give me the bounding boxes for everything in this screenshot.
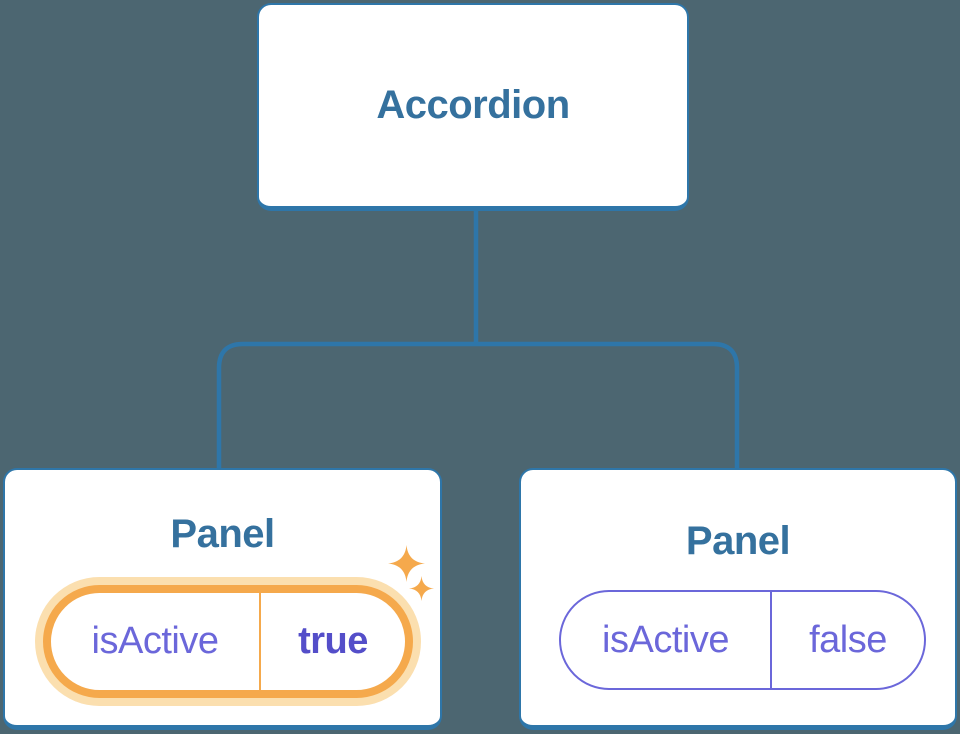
sparkle-icon [409, 576, 434, 601]
branch-connector-line [216, 341, 740, 468]
panel-node-active: Panel isActive true [3, 468, 442, 730]
pill-divider [259, 593, 261, 690]
panel-node-inactive: Panel isActive false [519, 468, 957, 730]
prop-name: isActive [602, 618, 729, 661]
prop-name: isActive [91, 620, 219, 662]
prop-value: true [298, 620, 368, 662]
panel-node-label: Panel [170, 512, 275, 556]
prop-pill-active: isActive true [43, 585, 413, 698]
accordion-node: Accordion [257, 3, 689, 211]
prop-pill-inactive: isActive false [559, 590, 926, 690]
prop-value: false [809, 618, 887, 661]
accordion-node-label: Accordion [376, 83, 570, 127]
sparkle-icon [388, 545, 425, 582]
panel-node-label: Panel [685, 519, 791, 563]
pill-divider [770, 592, 772, 688]
